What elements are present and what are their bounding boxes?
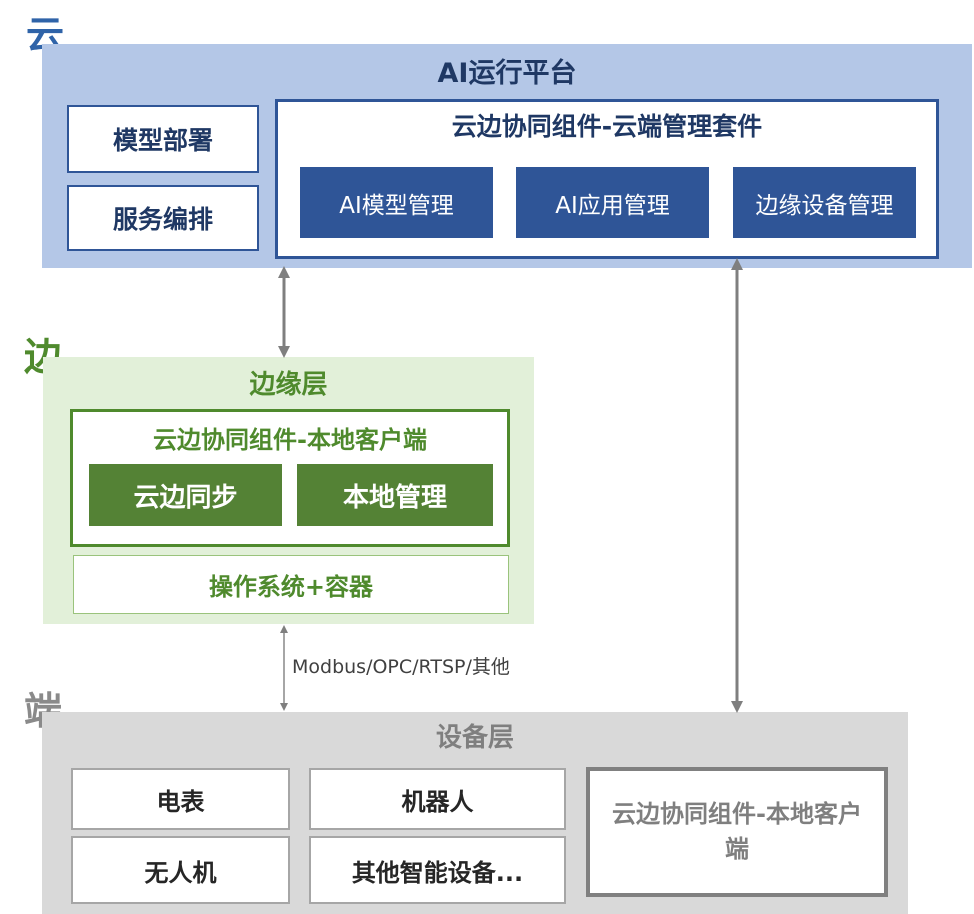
cloud-edge-sync-box: 云边同步 (89, 464, 282, 526)
device-local-client-box: 云边协同组件-本地客户端 (586, 767, 888, 897)
cloud-platform-title: AI运行平台 (437, 57, 577, 89)
ai-app-management-box: AI应用管理 (516, 167, 709, 238)
cloud-management-suite-title: 云边协同组件-云端管理套件 (451, 112, 763, 141)
os-container-box: 操作系统+容器 (73, 555, 509, 614)
local-management-box: 本地管理 (297, 464, 493, 526)
device-other-smart: 其他智能设备... (309, 836, 566, 904)
ai-model-management-box: AI模型管理 (300, 167, 493, 238)
device-drone: 无人机 (71, 836, 290, 904)
device-layer-title: 设备层 (435, 722, 514, 753)
edge-device-management-box: 边缘设备管理 (733, 167, 916, 238)
model-deploy-box: 模型部署 (67, 105, 259, 173)
device-electric-meter: 电表 (71, 768, 290, 830)
edge-local-client-title: 云边协同组件-本地客户端 (153, 425, 427, 454)
service-orchestration-box: 服务编排 (67, 185, 259, 251)
device-robot: 机器人 (309, 768, 566, 830)
edge-layer-title: 边缘层 (249, 369, 328, 400)
protocol-label: Modbus/OPC/RTSP/其他 (292, 656, 510, 678)
